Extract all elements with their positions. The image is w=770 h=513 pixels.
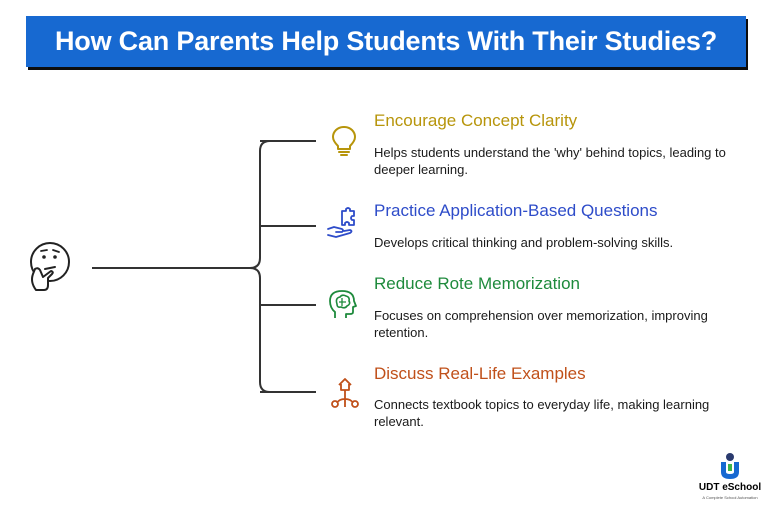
logo-name: UDT eSchool bbox=[698, 482, 762, 493]
udt-eschool-logo: UDT eSchool A Complete School Automation bbox=[693, 452, 767, 504]
logo-mark-icon bbox=[721, 453, 739, 479]
brain-head-icon bbox=[329, 290, 357, 318]
puzzle-hand-icon bbox=[327, 207, 355, 238]
item-desc-rote-memorization: Focuses on comprehension over memorizati… bbox=[374, 308, 708, 340]
item-desc-real-life-examples: Connects textbook topics to everyday lif… bbox=[374, 397, 710, 429]
item-title-real-life-examples: Discuss Real-Life Examples bbox=[374, 364, 586, 383]
item-title-concept-clarity: Encourage Concept Clarity bbox=[374, 111, 578, 130]
logo-tagline: A Complete School Automation bbox=[702, 495, 758, 500]
title-banner: How Can Parents Help Students With Their… bbox=[26, 16, 746, 67]
thinking-face-icon bbox=[30, 242, 70, 291]
item-title-rote-memorization: Reduce Rote Memorization bbox=[374, 274, 580, 293]
item-desc-application-questions: Develops critical thinking and problem-s… bbox=[374, 235, 674, 250]
item-title-application-questions: Practice Application-Based Questions bbox=[374, 201, 658, 220]
item-desc-concept-clarity: Helps students understand the 'why' behi… bbox=[374, 145, 726, 177]
lightbulb-icon bbox=[332, 126, 356, 156]
page-title: How Can Parents Help Students With Their… bbox=[54, 26, 718, 56]
home-connections-icon bbox=[331, 378, 359, 408]
